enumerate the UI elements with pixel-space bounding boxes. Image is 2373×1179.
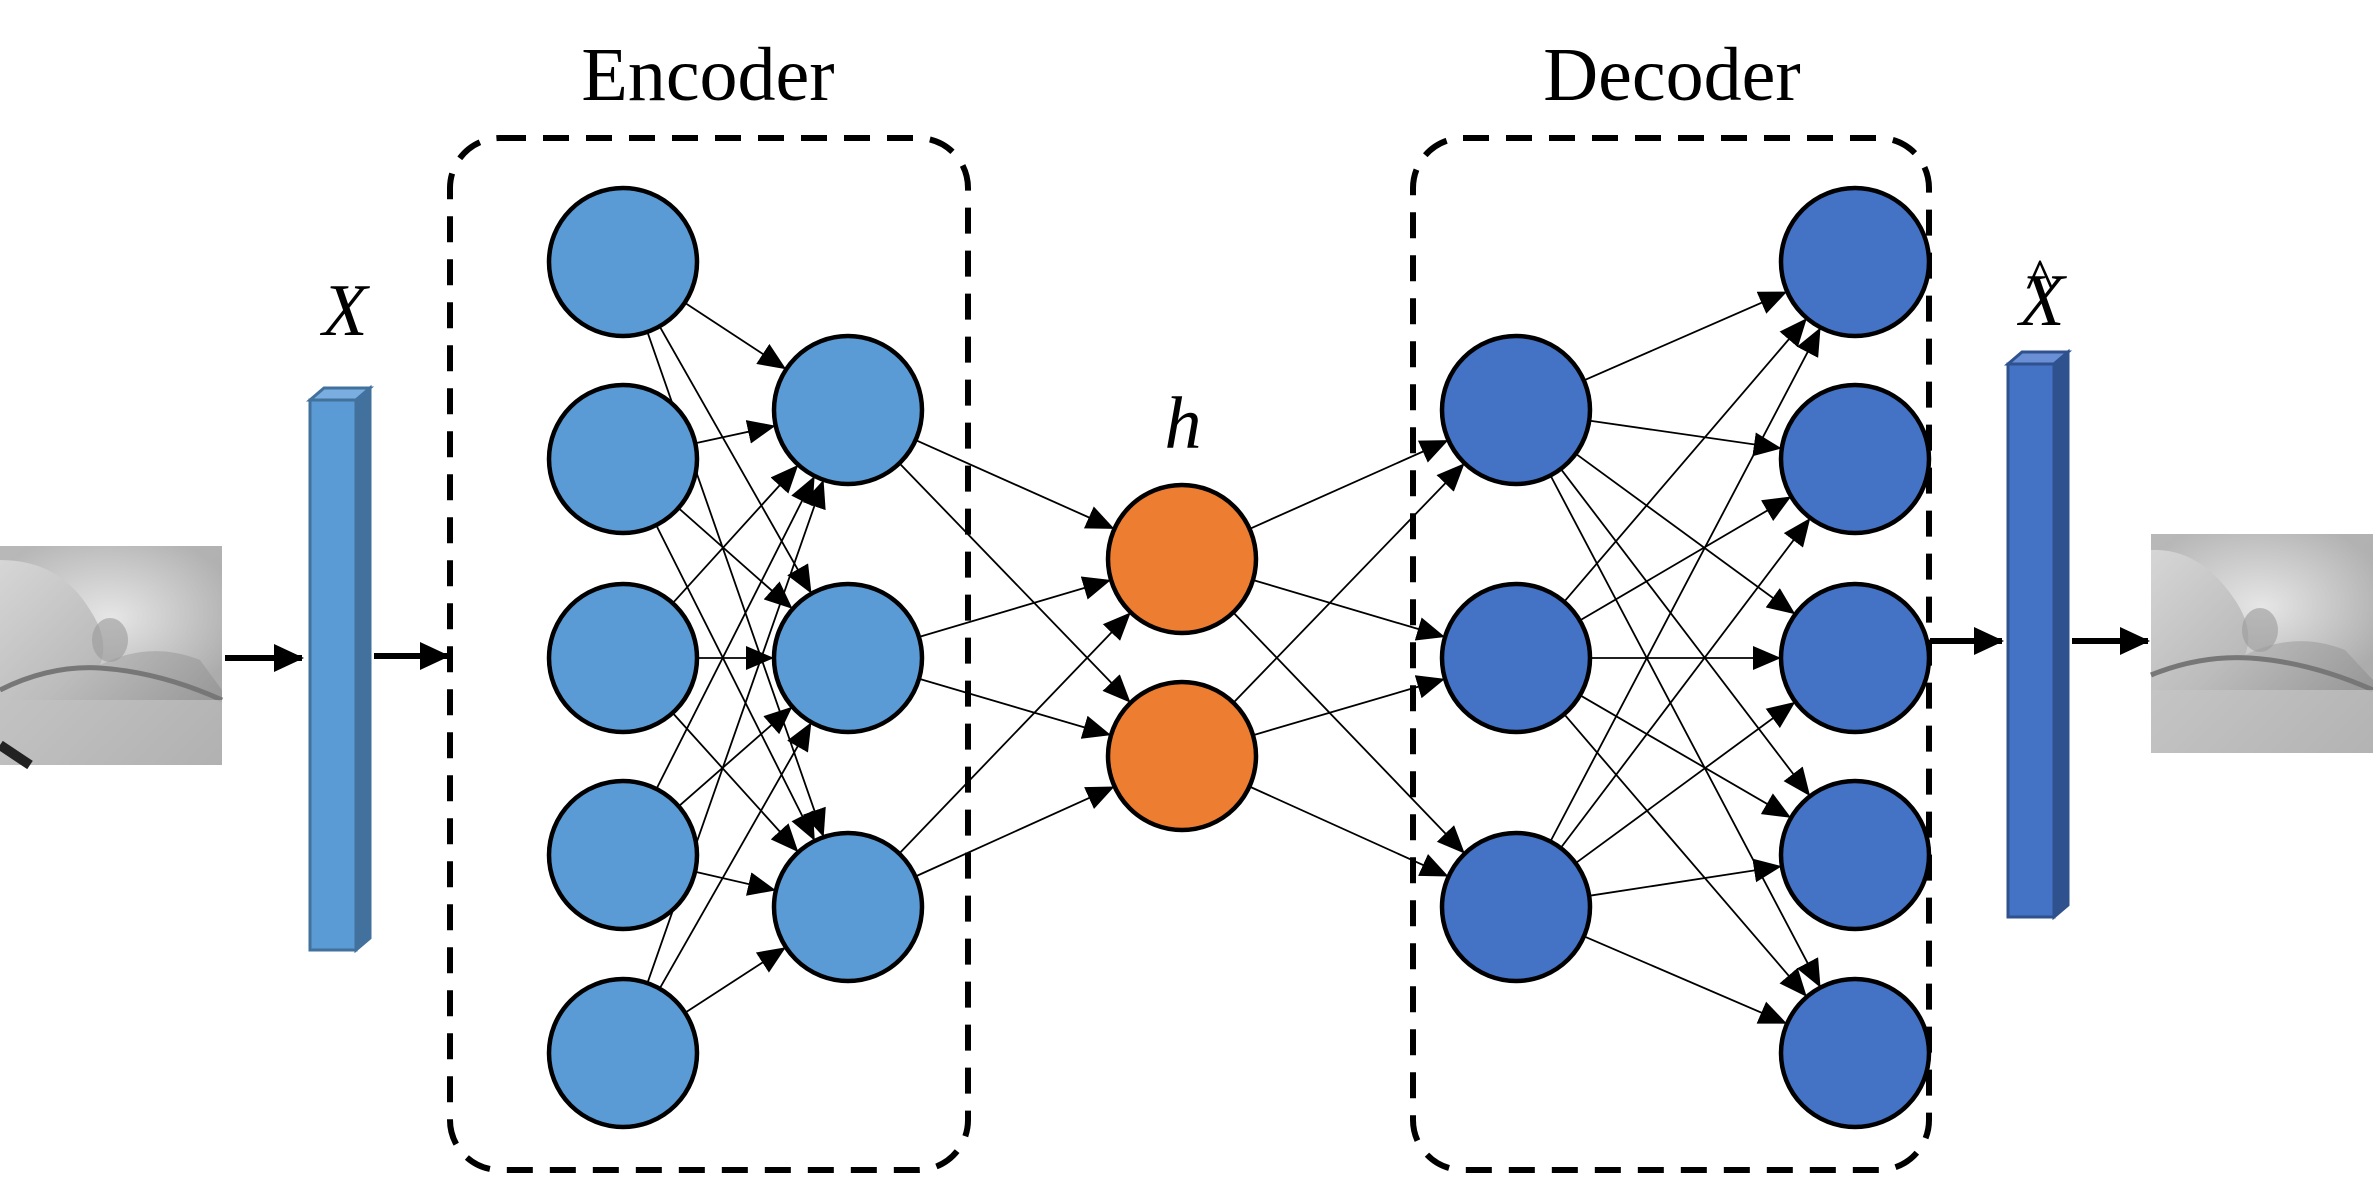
decoder-output-node-2 (1778, 382, 1932, 536)
connection-arrow (1575, 452, 1796, 615)
connection-arrow (672, 464, 799, 604)
connection-arrow (1583, 291, 1788, 382)
nodes (546, 185, 1932, 1130)
input-xray-image (0, 546, 224, 770)
encoder-hidden-node-1 (771, 333, 925, 487)
decoder-title: Decoder (1543, 33, 1800, 117)
connection-arrow (694, 870, 776, 896)
connection-arrow (1232, 463, 1465, 704)
connection-arrow (678, 706, 793, 807)
connection-arrow (1589, 419, 1782, 457)
encoder-input-node-1 (546, 185, 700, 339)
encoder-hidden-node-2 (771, 581, 925, 735)
connection-arrow (1252, 675, 1446, 737)
input-vector-bar (305, 384, 375, 954)
connection-arrow (1249, 785, 1449, 877)
encoder-box (447, 135, 971, 1173)
encoder-input-node-2 (546, 382, 700, 536)
connection-arrow (684, 301, 787, 370)
encoder-input-node-3 (546, 581, 700, 735)
connection-arrow (655, 476, 815, 790)
connection-arrow (677, 507, 793, 609)
connection-arrow (1560, 468, 1811, 797)
connection-arrow (1559, 518, 1811, 849)
output-vector-bar (2003, 348, 2073, 921)
connection-arrow (671, 712, 799, 853)
latent-node-2 (1105, 679, 1259, 833)
connection-arrow (658, 722, 812, 990)
connection-arrow (1563, 318, 1807, 603)
connection-arrow (1575, 701, 1796, 864)
encoder-input-node-4 (546, 778, 700, 932)
connection-arrow (1588, 858, 1782, 897)
connection-arrow (898, 612, 1131, 855)
encoder-input-node-5 (546, 976, 700, 1130)
connection-arrow (1563, 713, 1807, 997)
connection-arrow (915, 439, 1115, 529)
connection-arrow (1579, 496, 1792, 622)
connection-arrow (898, 462, 1131, 703)
output-label-hat: ^ (2026, 247, 2054, 313)
encoder-hidden-node-3 (771, 830, 925, 984)
latent-label: h (1165, 383, 1202, 465)
connection-arrow (655, 524, 815, 841)
connection-arrow (1549, 475, 1821, 988)
decoder-output-node-3 (1778, 581, 1932, 735)
connection-arrow (1583, 935, 1788, 1024)
connection-arrow (1579, 694, 1792, 818)
decoder-hidden-node-2 (1439, 581, 1593, 735)
connection-arrow (1232, 611, 1465, 854)
output-xray-image (2150, 534, 2373, 753)
connection-arrow (918, 677, 1112, 739)
decoder-hidden-node-1 (1439, 333, 1593, 487)
encoder-title: Encoder (581, 33, 834, 117)
decoder-output-node-4 (1778, 778, 1932, 932)
decoder-output-node-1 (1778, 185, 1932, 339)
connection-arrow (684, 947, 786, 1014)
connection-arrow (1249, 440, 1449, 530)
connection-arrow (1252, 579, 1446, 641)
connection-arrow (1549, 327, 1821, 842)
connection-arrow (918, 576, 1112, 638)
latent-node-1 (1105, 482, 1259, 636)
connection-arrow (658, 325, 812, 594)
input-label: X (319, 270, 370, 352)
decoder-output-node-5 (1778, 976, 1932, 1130)
connection-arrow (915, 786, 1115, 878)
output-label: X (2016, 260, 2067, 342)
connection-arrow (695, 420, 776, 445)
decoder-hidden-node-3 (1439, 830, 1593, 984)
